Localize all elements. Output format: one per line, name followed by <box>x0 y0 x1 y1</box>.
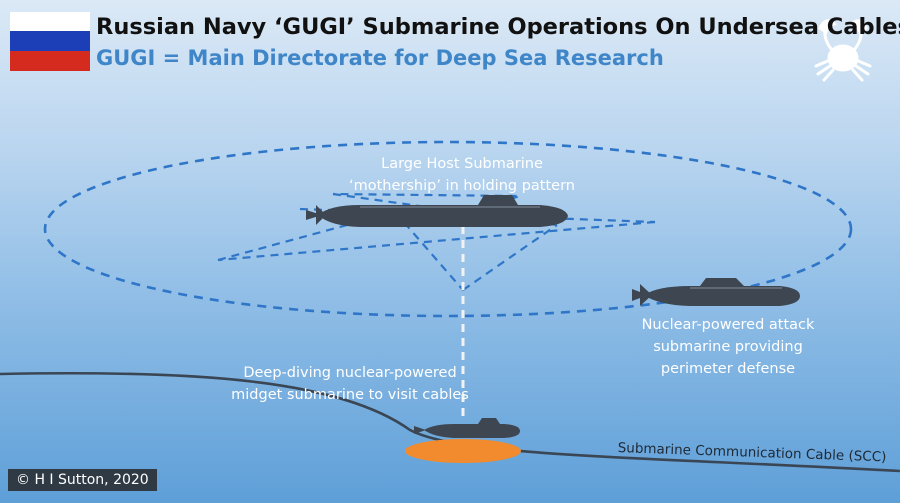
crab-left-legs <box>814 58 835 82</box>
crab-left-claw <box>818 19 837 35</box>
attack-submarine <box>632 278 800 306</box>
flag-red-stripe <box>10 51 90 71</box>
attack-label-line: perimeter defense <box>660 361 796 377</box>
midget-label-line: midget submarine to visit cables <box>231 387 469 403</box>
host-submarine-sail <box>478 195 518 205</box>
page-title: Russian Navy ‘GUGI’ Submarine Operations… <box>96 14 900 40</box>
midget-submarine <box>414 418 520 438</box>
host-submarine <box>306 195 568 227</box>
russia-flag-icon <box>10 12 90 71</box>
holding-path <box>217 210 396 262</box>
midget-submarine-rudder <box>414 426 426 434</box>
flag-blue-stripe <box>10 31 90 51</box>
holding-path <box>462 224 558 291</box>
host-label-line: ‘mothership’ in holding pattern <box>349 178 575 194</box>
copyright-credit: © H I Sutton, 2020 <box>8 469 157 491</box>
host-submarine-label: Large Host Submarine ‘mothership’ in hol… <box>312 153 612 197</box>
crab-logo-icon <box>814 19 872 82</box>
attack-label-line: submarine providing <box>653 339 803 355</box>
crab-right-legs <box>851 58 872 82</box>
midget-submarine-sail <box>478 418 500 424</box>
flag-white-stripe <box>10 12 90 31</box>
host-label-line: Large Host Submarine <box>381 156 543 172</box>
crab-body <box>827 44 859 72</box>
crab-right-claw <box>849 19 868 35</box>
page-subtitle: GUGI = Main Directorate for Deep Sea Res… <box>96 46 664 70</box>
undersea-cable <box>0 371 900 473</box>
attack-submarine-sail <box>700 278 744 286</box>
host-submarine-hull <box>318 205 568 227</box>
midget-submarine-label: Deep-diving nuclear-powered midget subma… <box>210 362 490 406</box>
cable-worksite-area <box>405 439 521 463</box>
attack-submarine-label: Nuclear-powered attack submarine providi… <box>608 314 848 380</box>
attack-submarine-hull <box>644 286 800 306</box>
attack-label-line: Nuclear-powered attack <box>641 317 815 333</box>
midget-submarine-hull <box>424 424 520 438</box>
holding-path <box>217 220 656 262</box>
attack-submarine-rudder <box>632 284 652 306</box>
midget-label-line: Deep-diving nuclear-powered <box>243 365 457 381</box>
patrol-orbit <box>43 140 853 318</box>
host-submarine-rudder <box>306 205 326 225</box>
